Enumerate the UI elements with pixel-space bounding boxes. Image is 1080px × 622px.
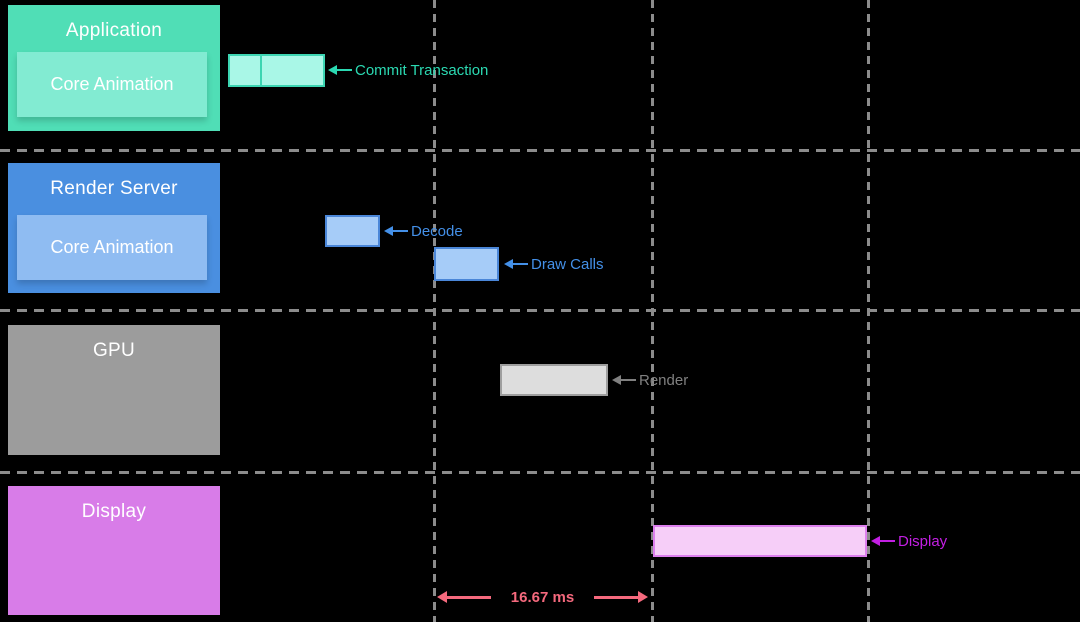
arrow-line xyxy=(594,595,638,599)
arrow-line xyxy=(621,379,636,381)
decode-label: Decode xyxy=(411,222,463,240)
frame-interval-label: 16.67 ms xyxy=(510,589,575,606)
render-server-block-title: Render Server xyxy=(50,178,178,199)
arrow-line xyxy=(447,595,491,599)
arrow-left-icon xyxy=(384,226,393,236)
render-label: Render xyxy=(639,371,689,389)
decode-bar xyxy=(325,215,380,247)
frame-interval-arrow-right xyxy=(594,590,648,604)
commit-transaction-bar xyxy=(228,54,325,87)
lane-divider-1 xyxy=(0,149,1080,152)
arrow-line xyxy=(393,230,408,232)
arrow-left-icon xyxy=(871,536,880,546)
arrow-line xyxy=(880,540,895,542)
render-bar xyxy=(500,364,608,396)
commit-transaction-bar-segment-divider xyxy=(260,56,262,85)
arrow-line xyxy=(513,263,528,265)
draw-calls-bar xyxy=(434,247,499,281)
arrow-left-icon xyxy=(328,65,337,75)
render-server-core-animation-block: Core Animation xyxy=(17,215,207,280)
arrow-line xyxy=(337,69,352,71)
display-callout: Display xyxy=(871,531,947,551)
gpu-block-title: GPU xyxy=(92,340,136,361)
application-core-animation-label: Core Animation xyxy=(50,74,174,94)
display-block: Display xyxy=(8,486,220,615)
commit-transaction-callout: Commit Transaction xyxy=(328,60,488,80)
draw-calls-label: Draw Calls xyxy=(531,255,604,273)
arrow-left-icon xyxy=(612,375,621,385)
render-callout: Render xyxy=(612,370,688,390)
application-block-title: Application xyxy=(65,20,163,41)
lane-divider-2 xyxy=(0,309,1080,312)
arrow-left-icon xyxy=(504,259,513,269)
display-block-title: Display xyxy=(81,501,147,522)
frame-interval-arrow-left xyxy=(437,590,491,604)
display-bar xyxy=(653,525,867,557)
application-block: Application Core Animation xyxy=(8,5,220,131)
render-server-block: Render Server Core Animation xyxy=(8,163,220,293)
render-server-core-animation-label: Core Animation xyxy=(50,237,174,257)
gpu-block: GPU xyxy=(8,325,220,455)
commit-transaction-label: Commit Transaction xyxy=(355,61,489,79)
display-label: Display xyxy=(898,532,948,550)
draw-calls-callout: Draw Calls xyxy=(504,254,604,274)
arrow-right-icon xyxy=(638,591,648,603)
arrow-left-icon xyxy=(437,591,447,603)
application-core-animation-block: Core Animation xyxy=(17,52,207,117)
decode-callout: Decode xyxy=(384,221,463,241)
lane-divider-3 xyxy=(0,471,1080,474)
